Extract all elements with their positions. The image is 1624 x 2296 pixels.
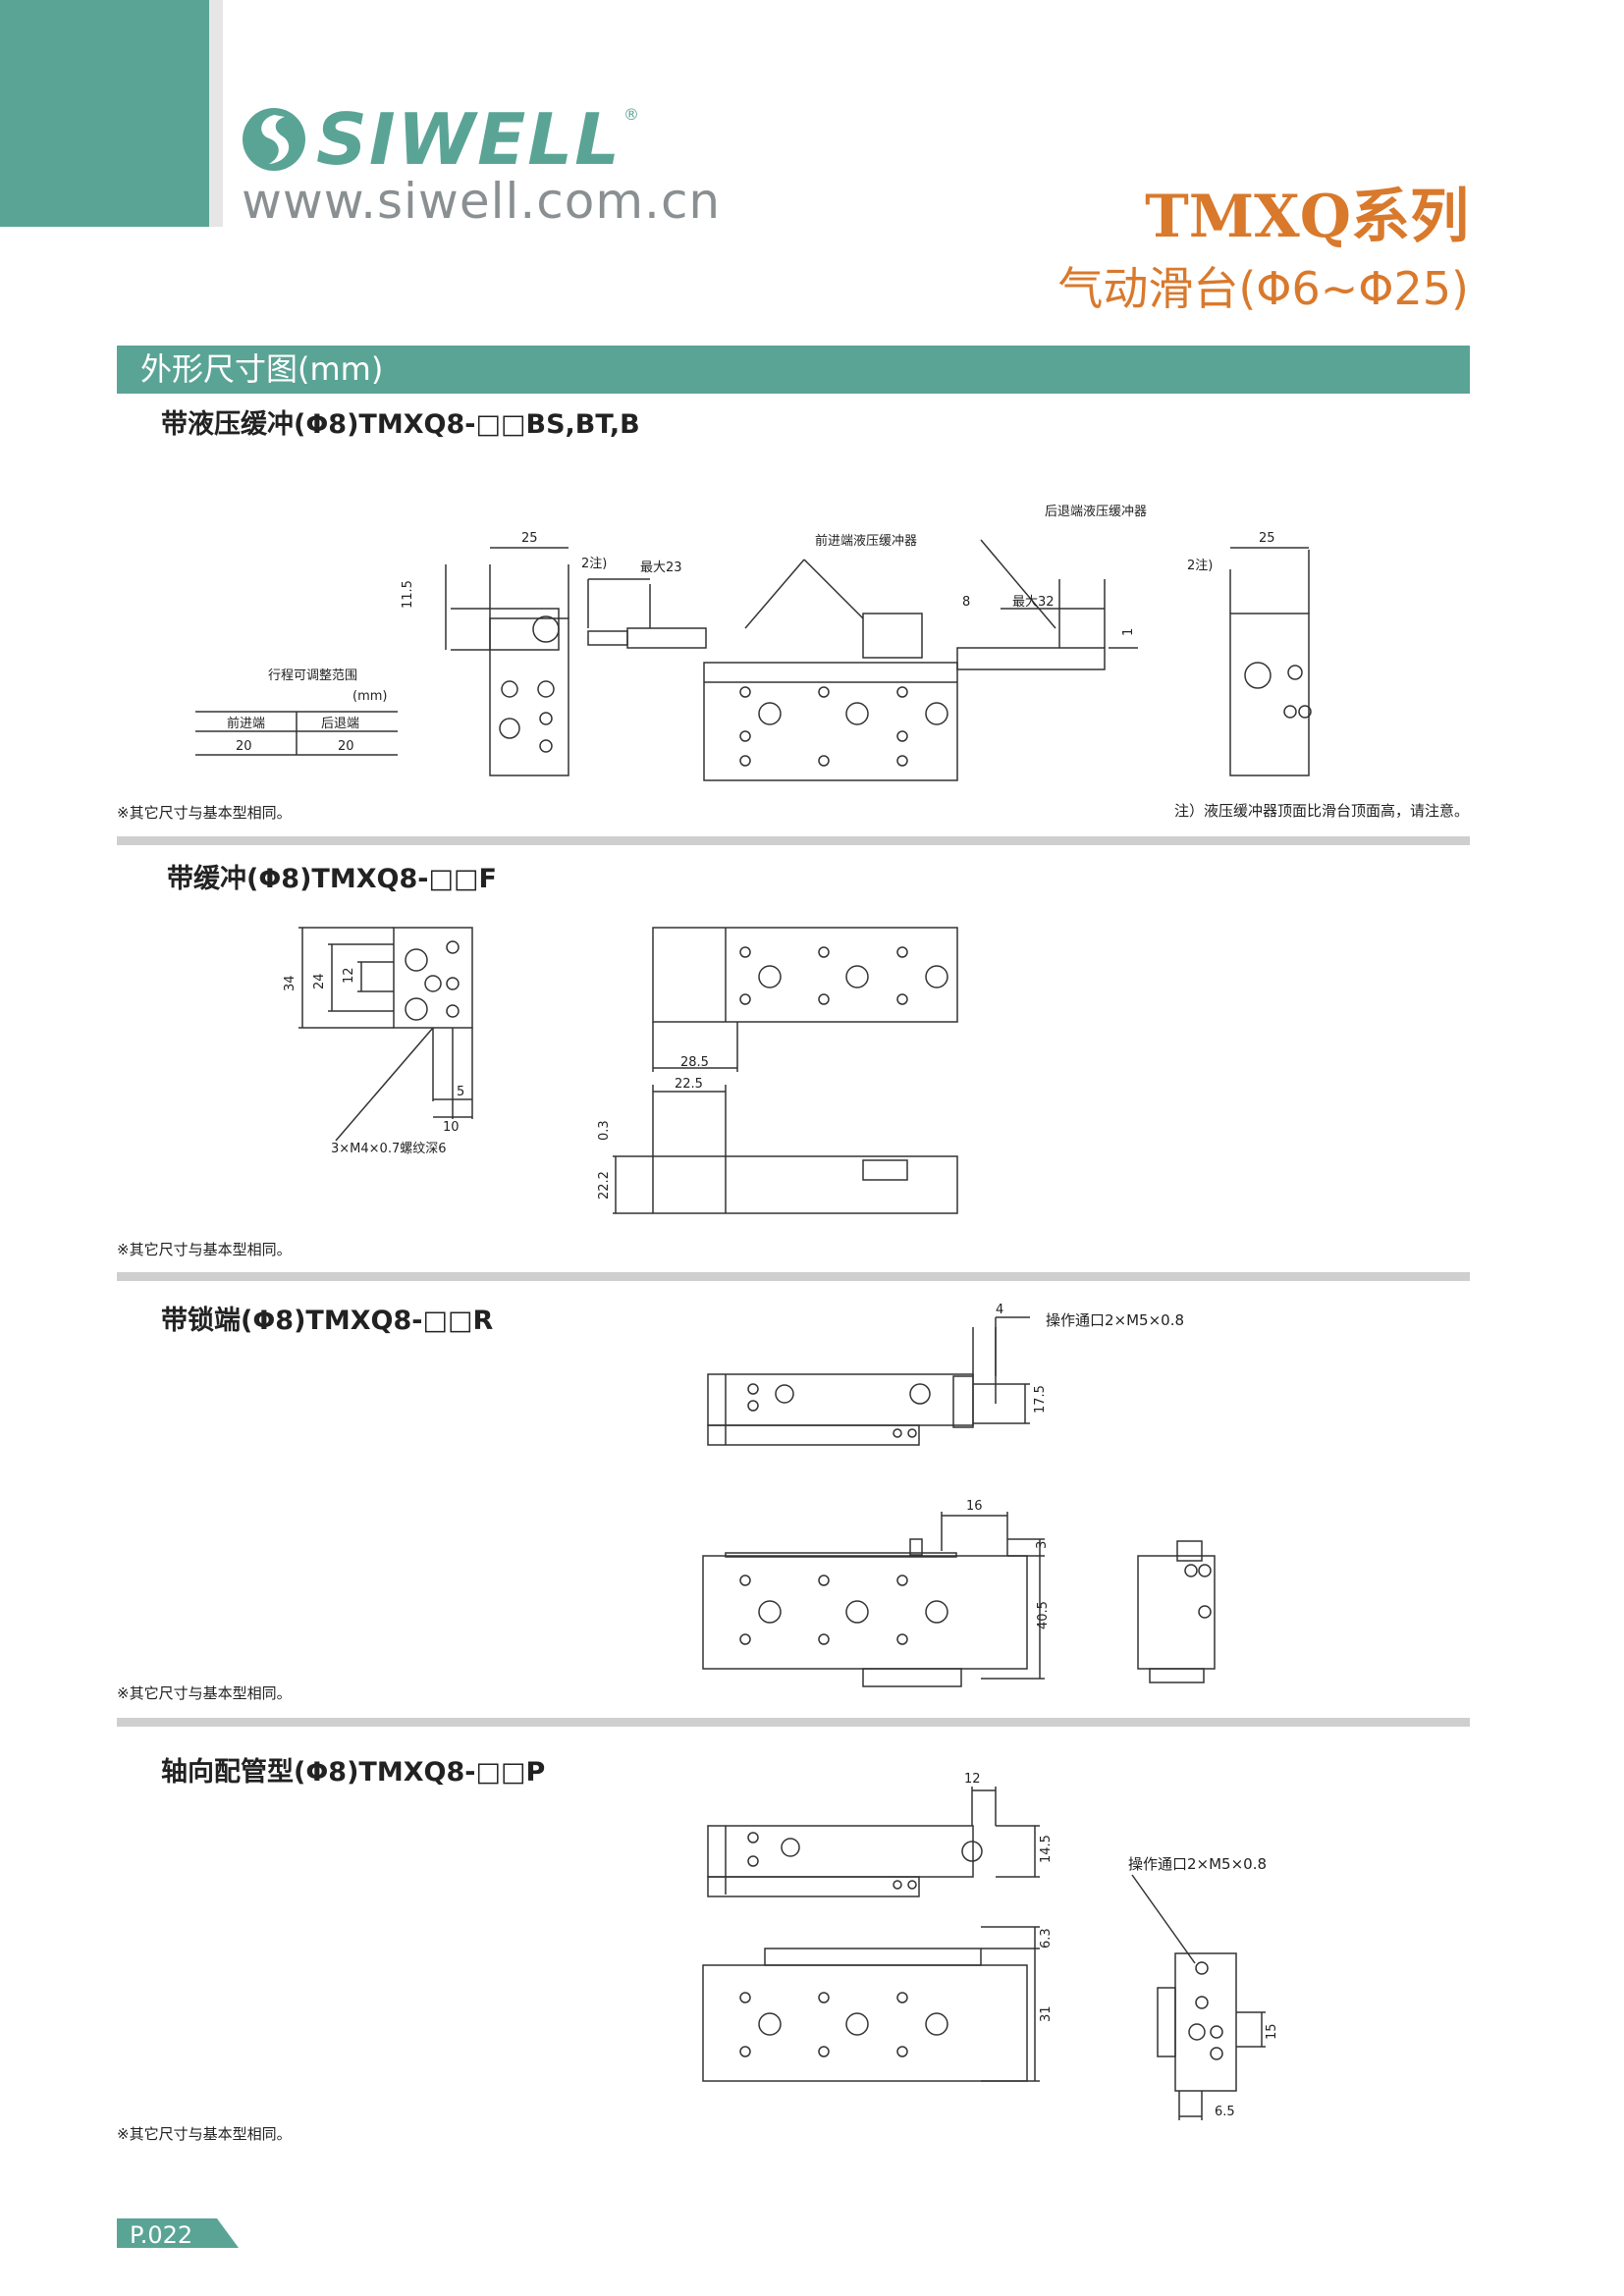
section-heading-hydraulic-buffer: 带液压缓冲(Φ8)TMXQ8-□□BS,BT,B [161, 409, 640, 440]
svg-text:40.5: 40.5 [1036, 1601, 1051, 1629]
svg-text:34: 34 [283, 975, 298, 991]
svg-text:10: 10 [443, 1120, 460, 1135]
brand-logo: SIWELL ® [240, 98, 639, 181]
svg-text:28.5: 28.5 [680, 1055, 709, 1070]
svg-text:4: 4 [996, 1303, 1003, 1317]
svg-text:后退端液压缓冲器: 后退端液压缓冲器 [1045, 505, 1147, 519]
brand-name: SIWELL [316, 98, 623, 181]
series-subtitle: 气动滑台(Φ6~Φ25) [1057, 262, 1469, 315]
svg-text:12: 12 [964, 1772, 981, 1787]
note-buffer-top: 注）液压缓冲器顶面比滑台顶面高，请注意。 [1173, 802, 1469, 820]
svg-text:3×M4×0.7螺纹深6: 3×M4×0.7螺纹深6 [331, 1142, 447, 1156]
svg-text:操作通口2×M5×0.8: 操作通口2×M5×0.8 [1046, 1311, 1184, 1329]
corner-block [0, 0, 209, 227]
svg-text:25: 25 [521, 531, 538, 546]
registered-mark: ® [623, 104, 640, 124]
svg-text:17.5: 17.5 [1033, 1385, 1048, 1414]
svg-text:(mm): (mm) [352, 689, 387, 704]
section-heading-buffer: 带缓冲(Φ8)TMXQ8-□□F [167, 864, 497, 894]
section-divider-2 [117, 1272, 1470, 1281]
svg-text:16: 16 [966, 1499, 983, 1514]
svg-text:2注): 2注) [1187, 559, 1213, 573]
svg-text:22.2: 22.2 [597, 1171, 612, 1200]
drawing-lock-end: 4 17.5 16 3 40.5 操作通口2×M5×0.8 [702, 1303, 1216, 1687]
siwell-logo-icon [243, 108, 305, 171]
svg-text:12: 12 [342, 967, 356, 984]
drawing-hydraulic-buffer: 25 11.5 2注) 最大23 前进端液压缓冲器 后退端液压缓冲器 8 最大3… [195, 505, 1312, 781]
svg-text:20: 20 [236, 739, 252, 754]
svg-text:行程可调整范围: 行程可调整范围 [268, 668, 357, 683]
svg-text:22.5: 22.5 [675, 1077, 703, 1092]
svg-text:前进端液压缓冲器: 前进端液压缓冲器 [815, 533, 917, 549]
svg-text:24: 24 [312, 973, 327, 989]
svg-text:操作通口2×M5×0.8: 操作通口2×M5×0.8 [1128, 1855, 1267, 1873]
note-other-dims-4: ※其它尺寸与基本型相同。 [117, 2125, 292, 2143]
svg-text:6.3: 6.3 [1039, 1928, 1054, 1949]
website-url[interactable]: www.siwell.com.cn [242, 173, 722, 230]
note-other-dims-3: ※其它尺寸与基本型相同。 [117, 1684, 292, 1702]
svg-text:20: 20 [338, 739, 354, 754]
svg-text:8: 8 [962, 595, 970, 610]
page-number: P.022 [130, 2221, 193, 2249]
section-heading-axial-piping: 轴向配管型(Φ8)TMXQ8-□□P [161, 1757, 546, 1788]
svg-text:2注): 2注) [581, 557, 607, 571]
svg-text:后退端: 后退端 [321, 717, 359, 731]
svg-text:31: 31 [1039, 2005, 1054, 2022]
svg-text:前进端: 前进端 [227, 716, 265, 731]
page-number-tag [117, 2218, 239, 2248]
note-other-dims-1: ※其它尺寸与基本型相同。 [117, 804, 292, 822]
section-heading-lock-end: 带锁端(Φ8)TMXQ8-□□R [161, 1306, 494, 1336]
svg-text:3: 3 [1035, 1541, 1050, 1549]
svg-text:最大23: 最大23 [640, 561, 682, 575]
svg-text:1: 1 [1121, 628, 1136, 636]
svg-text:15: 15 [1265, 2023, 1279, 2040]
section-divider-1 [117, 836, 1470, 845]
note-other-dims-2: ※其它尺寸与基本型相同。 [117, 1241, 292, 1258]
svg-text:14.5: 14.5 [1039, 1835, 1054, 1863]
section-divider-3 [117, 1718, 1470, 1727]
svg-text:11.5: 11.5 [401, 580, 415, 609]
svg-text:0.3: 0.3 [597, 1120, 612, 1141]
corner-stripe [209, 0, 223, 227]
svg-text:25: 25 [1259, 531, 1275, 546]
drawing-buffer: 34 24 12 5 10 3×M4×0.7螺纹深6 28.5 22.5 0.3… [283, 927, 958, 1214]
svg-text:6.5: 6.5 [1215, 2105, 1235, 2119]
series-title: TMXQ系列 [1145, 183, 1469, 251]
svg-text:最大32: 最大32 [1012, 595, 1055, 610]
section-title-bar: 外形尺寸图(mm) [117, 346, 1470, 394]
svg-text:5: 5 [457, 1085, 464, 1099]
drawing-axial-piping: 12 14.5 6.3 31 15 6.5 操作通口2×M5×0.8 [702, 1772, 1279, 2120]
